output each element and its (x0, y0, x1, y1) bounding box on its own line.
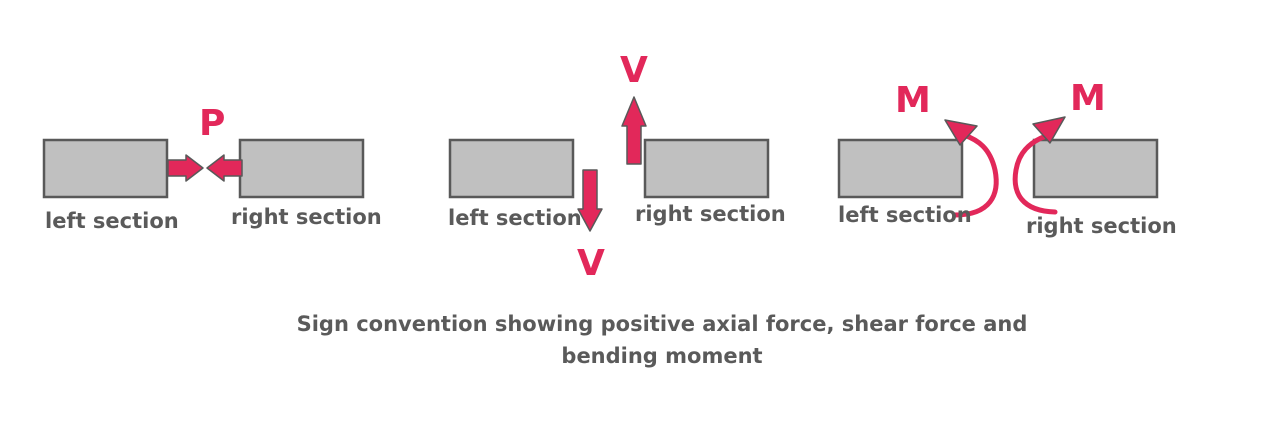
figure-caption: Sign convention showing positive axial f… (242, 308, 1082, 372)
shear-force-bottom-label: V (577, 243, 605, 284)
right-section-block (643, 138, 770, 199)
moment-arrowhead-left-icon (944, 119, 978, 146)
right-section-label: right section (635, 202, 786, 226)
left-section-block (837, 138, 964, 199)
moment-right-label: M (1070, 78, 1106, 119)
moment-curve-right-icon (1012, 133, 1058, 215)
bending-moment-panel: M M left section right section (837, 78, 1177, 238)
right-section-label: right section (231, 205, 382, 229)
left-section-label: left section (838, 203, 972, 227)
shear-arrow-up-icon (621, 96, 647, 165)
left-section-label: left section (448, 206, 582, 230)
shear-force-top-label: V (620, 50, 648, 91)
moment-arrowhead-right-icon (1032, 116, 1066, 144)
axial-arrow-right-icon (167, 154, 204, 182)
axial-arrow-left-icon (206, 154, 243, 182)
left-section-block (42, 138, 169, 199)
moment-left-label: M (895, 80, 931, 121)
shear-arrow-down-icon (577, 169, 603, 232)
right-section-block (238, 138, 365, 199)
left-section-block (448, 138, 575, 199)
right-section-label: right section (1026, 214, 1177, 238)
caption-line-2: bending moment (561, 344, 763, 368)
caption-line-1: Sign convention showing positive axial f… (296, 312, 1028, 336)
left-section-label: left section (45, 209, 179, 233)
axial-force-label: P (199, 103, 225, 144)
right-section-block (1032, 138, 1159, 199)
shear-force-panel: V V left section right section (448, 50, 786, 284)
moment-curve-left-icon (952, 132, 999, 218)
axial-force-panel: P left section right section (42, 103, 382, 233)
